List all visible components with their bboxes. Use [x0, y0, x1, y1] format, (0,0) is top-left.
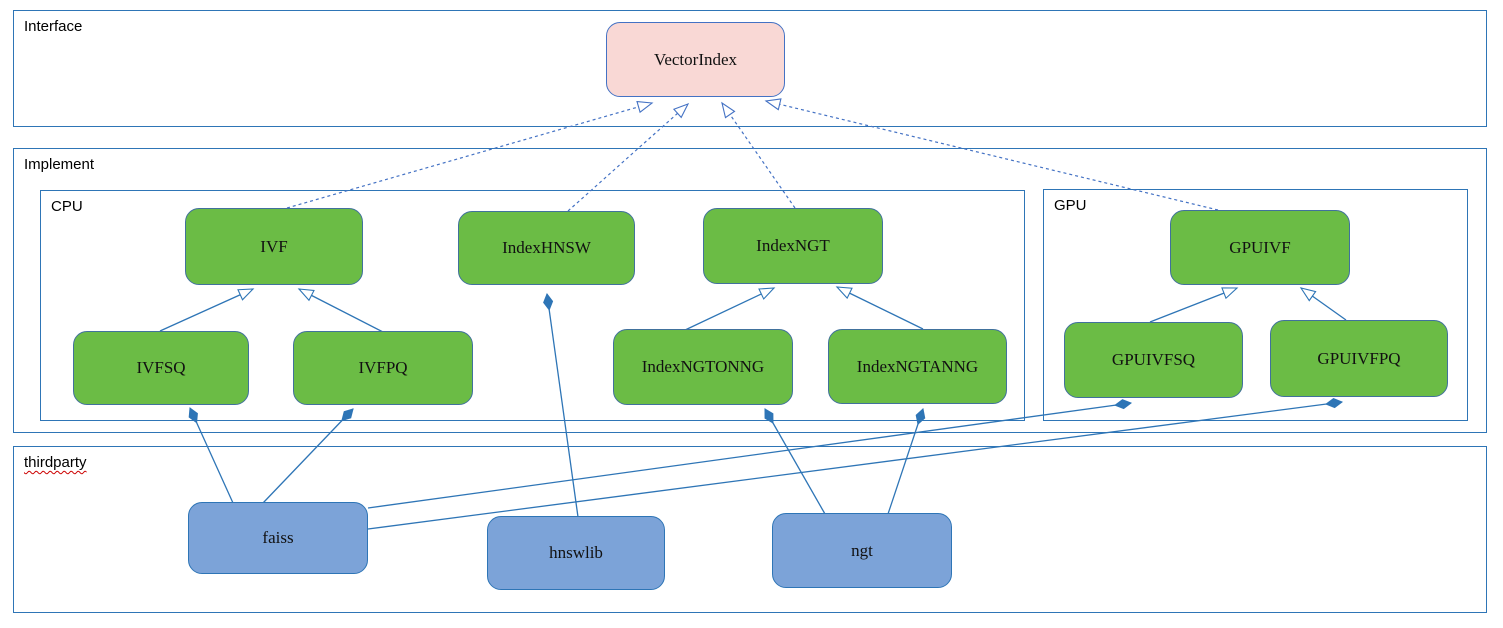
- node-gpuivfpq-label: GPUIVFPQ: [1317, 348, 1401, 368]
- node-vectorindex-label: VectorIndex: [653, 49, 738, 69]
- node-indexhnsw-label: IndexHNSW: [502, 238, 591, 257]
- node-indexngt[interactable]: IndexNGT: [703, 208, 883, 284]
- node-faiss-label: faiss: [262, 528, 294, 547]
- node-ivfsq[interactable]: IVFSQ: [73, 331, 249, 405]
- node-gpuivfsq[interactable]: GPUIVFSQ: [1064, 322, 1243, 398]
- node-ivf[interactable]: IVF: [185, 208, 363, 285]
- node-hnswlib-label: hnswlib: [549, 543, 603, 562]
- node-vectorindex[interactable]: VectorIndex: [606, 22, 785, 97]
- node-ngt-label: ngt: [851, 540, 873, 560]
- node-indexngt-label: IndexNGT: [756, 236, 830, 255]
- node-gpuivf-label: GPUIVF: [1229, 237, 1291, 257]
- node-faiss[interactable]: faiss: [188, 502, 368, 574]
- node-ivf-label: IVF: [260, 236, 288, 256]
- node-ivfsq-label: IVFSQ: [136, 358, 186, 377]
- node-ngt[interactable]: ngt: [772, 513, 952, 588]
- node-gpuivfsq-label: GPUIVFSQ: [1111, 350, 1196, 369]
- node-gpuivf[interactable]: GPUIVF: [1170, 210, 1350, 285]
- node-hnswlib[interactable]: hnswlib: [487, 516, 665, 590]
- section-interface-label: Interface: [24, 18, 83, 35]
- node-gpuivfpq[interactable]: GPUIVFPQ: [1270, 320, 1448, 397]
- section-cpu-label: CPU: [51, 198, 83, 215]
- node-indexngtonng[interactable]: IndexNGTONNG: [613, 329, 793, 405]
- node-indexngtonng-label: IndexNGTONNG: [641, 357, 765, 376]
- node-indexngtanng-label: IndexNGTANNG: [856, 356, 979, 376]
- node-ivfpq[interactable]: IVFPQ: [293, 331, 473, 405]
- node-indexngtanng[interactable]: IndexNGTANNG: [828, 329, 1007, 404]
- node-ivfpq-label: IVFPQ: [358, 358, 408, 377]
- section-thirdparty-label: thirdparty: [24, 454, 87, 471]
- section-implement-label: Implement: [24, 156, 95, 173]
- section-gpu-label: GPU: [1054, 197, 1087, 214]
- node-indexhnsw[interactable]: IndexHNSW: [458, 211, 635, 285]
